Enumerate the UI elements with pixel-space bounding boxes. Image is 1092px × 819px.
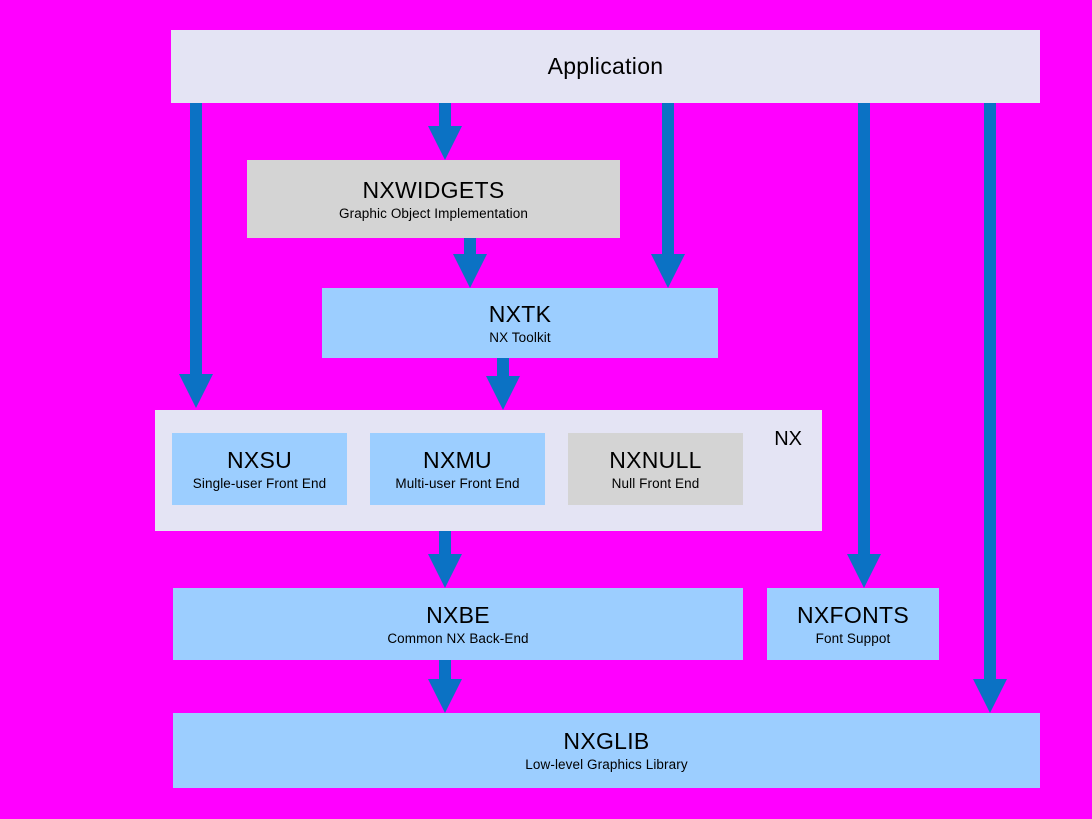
arrow-head bbox=[847, 554, 881, 588]
arrow-shaft bbox=[858, 103, 870, 554]
arrow-nxbe-to-nxglib bbox=[428, 660, 462, 713]
arrow-head bbox=[453, 254, 487, 288]
node-nxbe[interactable]: NXBE Common NX Back-End bbox=[173, 588, 743, 660]
node-title: NXNULL bbox=[609, 446, 702, 473]
arrow-shaft bbox=[464, 238, 476, 254]
arrow-head bbox=[428, 679, 462, 713]
arrow-application-to-nx bbox=[179, 103, 213, 408]
node-title: NXSU bbox=[226, 446, 293, 473]
node-subtitle: Multi-user Front End bbox=[395, 475, 520, 491]
arrow-nxwidgets-to-nxtk bbox=[453, 238, 487, 288]
arrow-shaft bbox=[662, 103, 674, 254]
node-nxnull[interactable]: NXNULL Null Front End bbox=[568, 433, 743, 505]
node-subtitle: NX Toolkit bbox=[489, 329, 551, 345]
arrow-head bbox=[179, 374, 213, 408]
arrow-head bbox=[486, 376, 520, 410]
arrow-nxtk-to-nx bbox=[486, 358, 520, 410]
node-subtitle: Null Front End bbox=[611, 475, 700, 491]
arrow-nx-to-nxbe bbox=[428, 531, 462, 588]
node-subtitle: Low-level Graphics Library bbox=[525, 757, 688, 773]
node-subtitle: Single-user Front End bbox=[192, 475, 327, 491]
node-title: Application bbox=[547, 53, 664, 80]
arrow-application-to-nxwidgets bbox=[428, 103, 462, 160]
node-nxsu[interactable]: NXSU Single-user Front End bbox=[172, 433, 347, 505]
node-nxfonts[interactable]: NXFONTS Font Suppot bbox=[767, 588, 939, 660]
node-nx-group[interactable]: NX NXSU Single-user Front End NXMU Multi… bbox=[155, 410, 822, 531]
arrow-application-to-nxtk bbox=[651, 103, 685, 288]
node-title: NXWIDGETS bbox=[362, 176, 505, 203]
node-title: NXFONTS bbox=[797, 601, 909, 628]
arrow-shaft bbox=[984, 103, 996, 679]
nx-group-label: NX bbox=[774, 428, 802, 450]
arrow-shaft bbox=[497, 358, 509, 376]
arrow-head bbox=[428, 554, 462, 588]
node-nxglib[interactable]: NXGLIB Low-level Graphics Library bbox=[173, 713, 1040, 788]
arrow-head bbox=[651, 254, 685, 288]
node-nxwidgets[interactable]: NXWIDGETS Graphic Object Implementation bbox=[247, 160, 620, 238]
node-subtitle: Font Suppot bbox=[815, 630, 891, 646]
arrow-shaft bbox=[439, 103, 451, 126]
arrow-application-to-nxglib bbox=[973, 103, 1007, 713]
node-subtitle: Common NX Back-End bbox=[387, 630, 529, 646]
node-title: NXGLIB bbox=[563, 728, 650, 755]
arrow-shaft bbox=[439, 660, 451, 679]
node-title: NXMU bbox=[423, 446, 492, 473]
arrow-shaft bbox=[439, 531, 451, 554]
node-application[interactable]: Application bbox=[171, 30, 1040, 103]
node-title: NXTK bbox=[488, 300, 552, 327]
arrow-application-to-nxfonts bbox=[847, 103, 881, 588]
node-subtitle: Graphic Object Implementation bbox=[339, 205, 528, 221]
node-nxtk[interactable]: NXTK NX Toolkit bbox=[322, 288, 718, 358]
node-nxmu[interactable]: NXMU Multi-user Front End bbox=[370, 433, 545, 505]
arrow-shaft bbox=[190, 103, 202, 374]
node-title: NXBE bbox=[426, 601, 490, 628]
arrow-head bbox=[973, 679, 1007, 713]
arrow-head bbox=[428, 126, 462, 160]
